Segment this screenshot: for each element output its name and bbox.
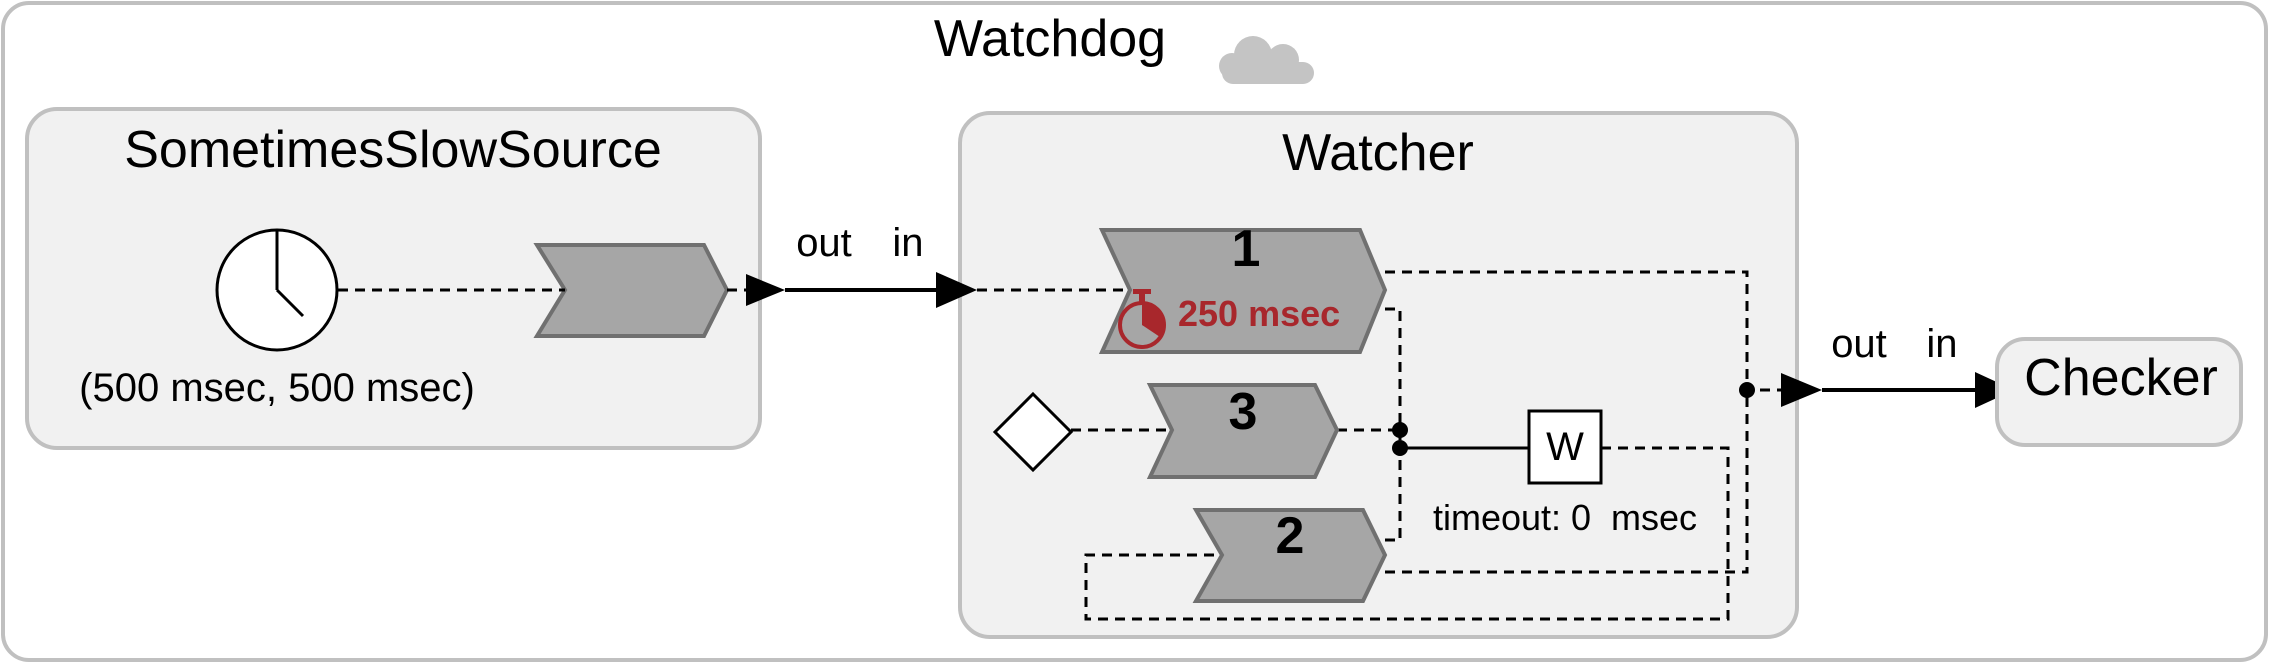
reaction-1-label: 1 bbox=[1232, 220, 1261, 278]
reaction-2[interactable] bbox=[1192, 508, 1388, 603]
clock-icon[interactable] bbox=[215, 228, 339, 352]
reaction-1[interactable] bbox=[1098, 228, 1388, 354]
diamond-icon[interactable] bbox=[992, 391, 1074, 473]
checker-in-label: in bbox=[1926, 322, 1957, 366]
stopwatch-icon bbox=[1118, 289, 1166, 349]
source-out-label: out bbox=[796, 221, 852, 265]
watcher-title: Watcher bbox=[1282, 124, 1474, 182]
source-reaction[interactable] bbox=[533, 243, 730, 338]
watcher-in-port[interactable] bbox=[936, 272, 977, 308]
watcher-out-port[interactable] bbox=[1781, 373, 1822, 407]
reaction-3-label: 3 bbox=[1229, 383, 1258, 441]
watchdog-title: Watchdog bbox=[934, 10, 1166, 68]
source-title: SometimesSlowSource bbox=[124, 121, 662, 179]
checker-reactor[interactable] bbox=[1995, 337, 2243, 447]
action-w[interactable] bbox=[1527, 409, 1603, 485]
watcher-in-label: in bbox=[892, 221, 923, 265]
junction-dot bbox=[1739, 382, 1755, 398]
cloud-icon bbox=[1219, 36, 1314, 84]
action-w-label: W bbox=[1546, 425, 1584, 469]
action-timeout-label: timeout: 0 msec bbox=[1433, 497, 1697, 538]
watcher-out-label: out bbox=[1831, 322, 1887, 366]
checker-in-port[interactable] bbox=[1975, 372, 2014, 408]
source-out-port[interactable] bbox=[746, 274, 785, 306]
reaction-3[interactable] bbox=[1146, 383, 1340, 479]
junction-dot bbox=[1392, 422, 1408, 438]
reaction-2-label: 2 bbox=[1276, 507, 1305, 565]
dependency-lines bbox=[1071, 270, 1781, 621]
source-reactor[interactable] bbox=[25, 107, 762, 450]
deadline-label: 250 msec bbox=[1178, 293, 1340, 334]
checker-title: Checker bbox=[2024, 349, 2218, 407]
timer-label: (500 msec, 500 msec) bbox=[79, 366, 475, 410]
